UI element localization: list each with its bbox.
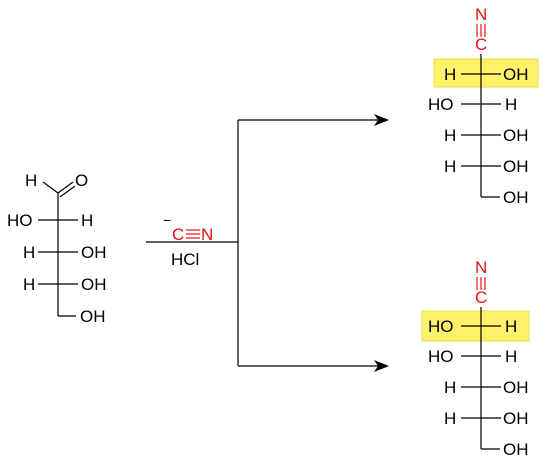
product-bottom-nitrile-n: N — [475, 258, 487, 277]
product-bottom-row3-left: H — [444, 378, 456, 397]
reagent-block: − C N HCl — [146, 212, 238, 269]
product-bottom-row1-left: HO — [428, 317, 454, 336]
product-top: N C H OH HO H H OH H OH OH — [428, 5, 539, 207]
reactant-row1-right: H — [81, 211, 93, 230]
cyanide-c: C — [172, 225, 184, 244]
product-bottom-row3-right: OH — [503, 378, 529, 397]
product-bottom-terminal-oh: OH — [503, 440, 529, 459]
product-top-row2-left: HO — [428, 95, 454, 114]
reactant-row3-left: H — [23, 275, 35, 294]
product-bottom-row1-right: H — [505, 317, 517, 336]
product-bottom-row4-left: H — [444, 409, 456, 428]
cyanide-charge: − — [163, 212, 171, 228]
reactant-row2-left: H — [23, 243, 35, 262]
product-top-row4-left: H — [444, 157, 456, 176]
product-bottom-row4-right: OH — [503, 409, 529, 428]
reactant-terminal-oh: OH — [80, 307, 106, 326]
aldehyde-co-bond — [57, 181, 74, 194]
lower-arrow-head — [374, 360, 389, 372]
branch-arrows — [237, 114, 389, 372]
product-top-highlight — [433, 58, 539, 88]
product-top-row4-right: OH — [503, 157, 529, 176]
product-top-row2-right: H — [505, 95, 517, 114]
upper-arrow-head — [374, 114, 389, 126]
product-top-row1-right: OH — [503, 65, 529, 84]
product-bottom-nitrile-c: C — [475, 288, 487, 307]
acid-label: HCl — [171, 250, 199, 269]
aldehyde-co-double — [59, 185, 76, 198]
aldehyde-h-bond — [42, 181, 59, 194]
product-bottom-row2-right: H — [505, 347, 517, 366]
product-top-nitrile-n: N — [475, 5, 487, 24]
reactant-row1-left: HO — [7, 211, 33, 230]
product-top-row3-right: OH — [503, 126, 529, 145]
cyanide-n: N — [201, 225, 213, 244]
reactant-molecule: H O HO H H OH H OH OH — [7, 171, 107, 326]
reactant-row3-right: OH — [81, 275, 107, 294]
product-top-nitrile-c: C — [475, 35, 487, 54]
product-top-row3-left: H — [444, 126, 456, 145]
product-bottom-row2-left: HO — [428, 347, 454, 366]
reactant-row2-right: OH — [81, 243, 107, 262]
product-top-row1-left: H — [444, 65, 456, 84]
product-bottom: N C HO H HO H H OH H OH OH — [421, 258, 530, 459]
aldehyde-o-label: O — [75, 171, 88, 190]
aldehyde-h-label: H — [25, 171, 37, 190]
product-top-terminal-oh: OH — [503, 188, 529, 207]
